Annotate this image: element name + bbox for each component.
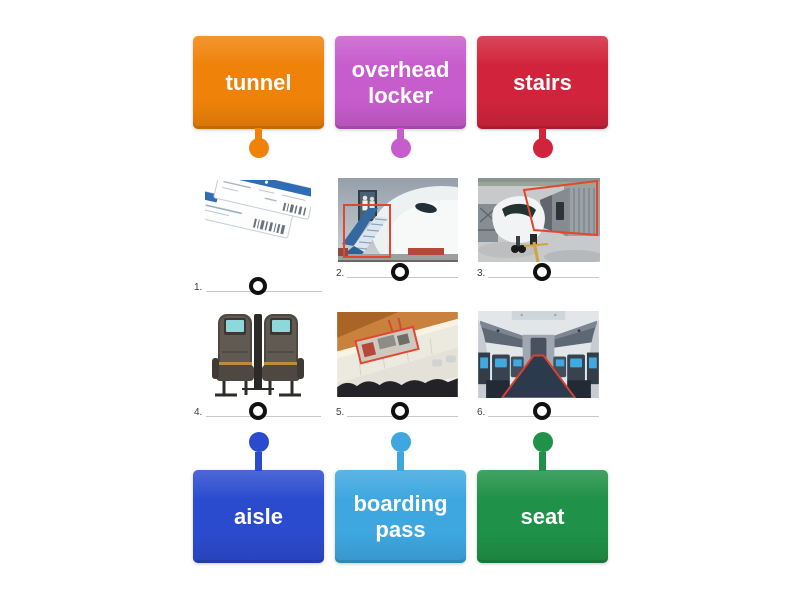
connector-dot-seat[interactable]	[532, 432, 553, 452]
item-number: 6.	[477, 407, 486, 418]
connector-dot-stairs[interactable]	[532, 138, 553, 158]
label-text-seat: seat	[520, 503, 565, 529]
label-card-boarding-pass[interactable]: boarding pass	[335, 432, 466, 563]
airplane-seats-photo	[212, 312, 304, 402]
label-card-aisle[interactable]: aisle	[193, 432, 324, 563]
cabin-aisle-illustration	[478, 311, 599, 398]
connector-dot-overhead-locker[interactable]	[390, 138, 411, 158]
label-card-tunnel[interactable]: tunnel	[193, 36, 324, 158]
answer-target-dot-1[interactable]	[249, 277, 267, 295]
label-text-boarding-pass: boarding pass	[353, 491, 448, 542]
item-number: 3.	[477, 268, 486, 279]
connector-dot-aisle[interactable]	[248, 432, 269, 452]
answer-target-dot-5[interactable]	[391, 402, 409, 420]
connector-dot-boarding-pass[interactable]	[390, 432, 411, 452]
answer-target-dot-4[interactable]	[249, 402, 267, 420]
label-text-tunnel: tunnel	[225, 69, 292, 95]
aircraft-boarding-stairs-photo	[338, 178, 458, 262]
overhead-lockers-photo	[337, 312, 458, 397]
item-number: 4.	[194, 407, 203, 418]
boarding-passes-photo	[205, 180, 311, 258]
connector-stem	[539, 452, 546, 471]
connector-stem	[255, 452, 262, 471]
connector-stem	[397, 452, 404, 471]
item-number: 5.	[336, 407, 345, 418]
item-number: 2.	[336, 268, 345, 279]
label-card-overhead-locker[interactable]: overhead locker	[335, 36, 466, 158]
answer-target-dot-2[interactable]	[391, 263, 409, 281]
connector-dot-tunnel[interactable]	[248, 138, 269, 158]
answer-target-dot-3[interactable]	[533, 263, 551, 281]
label-text-overhead-locker: overhead locker	[351, 57, 450, 108]
jet-bridge-tunnel-photo	[478, 178, 600, 262]
label-text-aisle: aisle	[234, 503, 283, 529]
label-card-stairs[interactable]: stairs	[477, 36, 608, 158]
label-text-stairs: stairs	[513, 69, 572, 95]
answer-target-dot-6[interactable]	[533, 402, 551, 420]
item-number: 1.	[194, 282, 203, 293]
label-card-seat[interactable]: seat	[477, 432, 608, 563]
